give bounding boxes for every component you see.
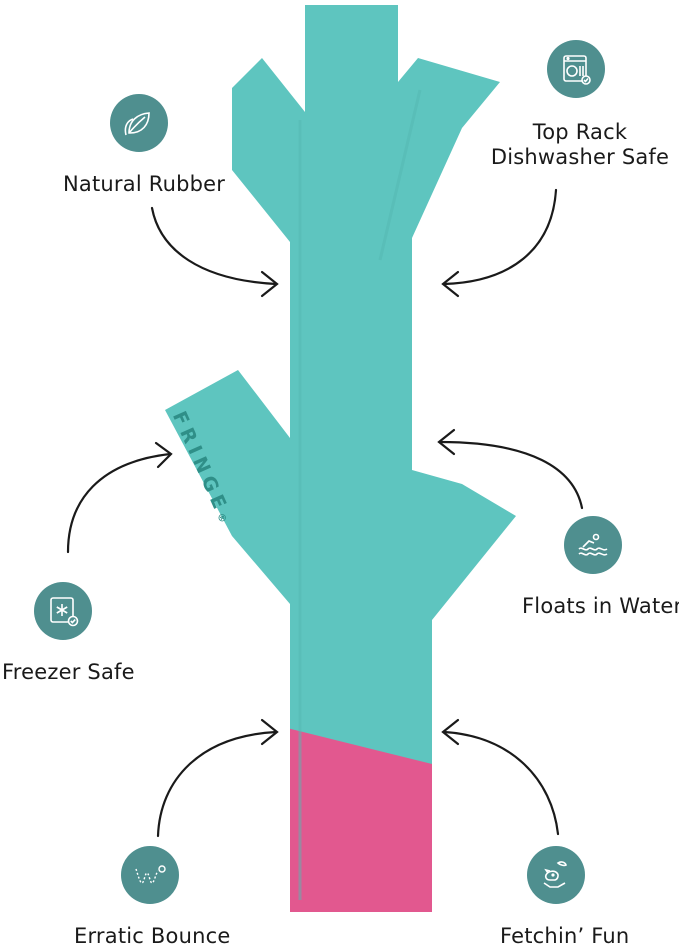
natural-rubber-label: Natural Rubber (63, 172, 226, 196)
freezer-icon (50, 597, 79, 627)
dishwasher-label-line2: Dishwasher Safe (490, 145, 670, 169)
freezer-label: Freezer Safe (2, 660, 135, 684)
water-waves-icon (578, 533, 608, 556)
bounce-label: Erratic Bounce (74, 924, 231, 948)
dishwasher-label: Top Rack Dishwasher Safe (490, 120, 670, 170)
natural-rubber-badge (110, 94, 168, 152)
freezer-badge (34, 582, 92, 640)
bounce-icon (135, 865, 166, 884)
fetch-label: Fetchin’ Fun (500, 924, 630, 948)
dog-fetch-icon (543, 861, 567, 888)
bounce-badge (121, 846, 179, 904)
fetch-badge (527, 846, 585, 904)
dishwasher-icon (563, 55, 591, 85)
floats-label: Floats in Water (522, 594, 679, 618)
dishwasher-label-line1: Top Rack (532, 120, 628, 144)
dishwasher-badge (547, 40, 605, 98)
leaf-icon (124, 112, 150, 136)
floats-badge (564, 516, 622, 574)
